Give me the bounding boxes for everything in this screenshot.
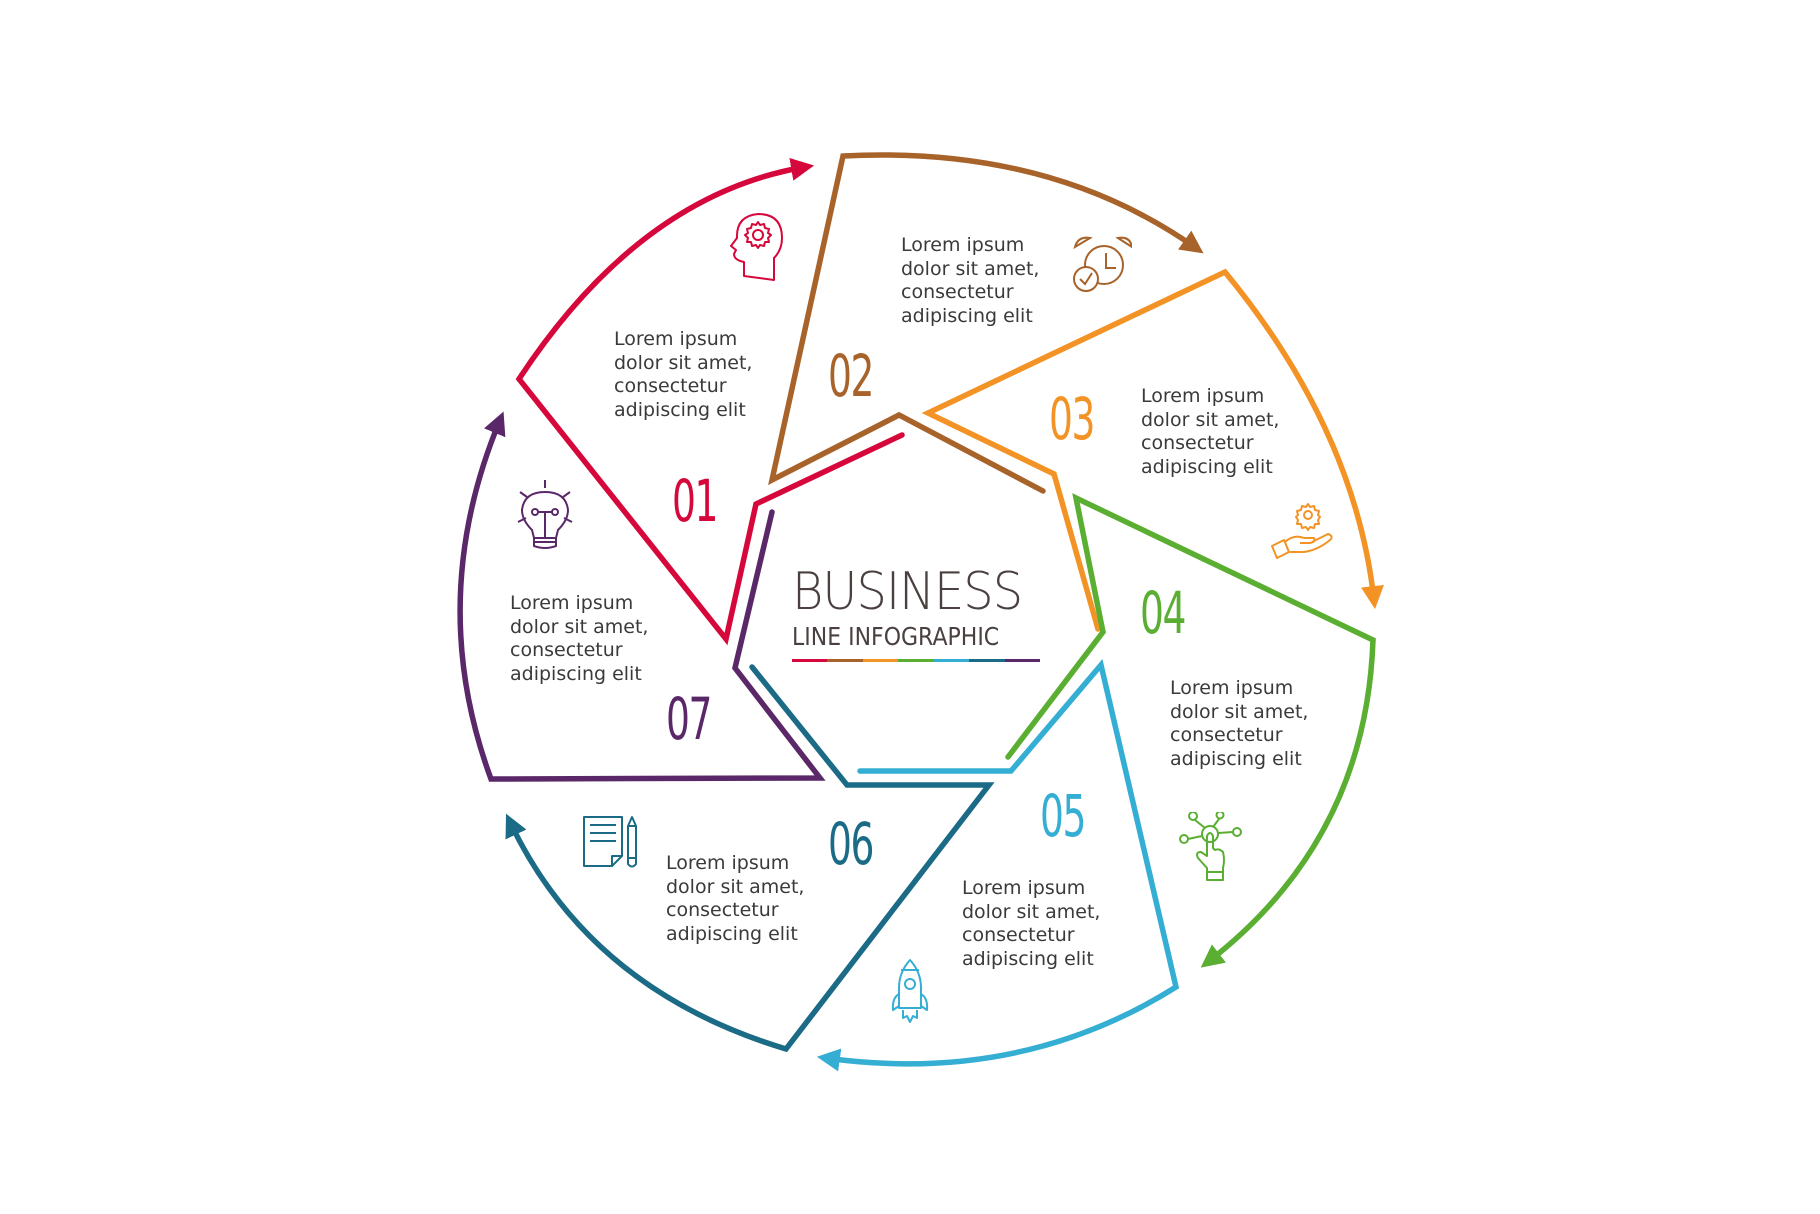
lightbulb-icon xyxy=(517,480,573,549)
step-05-number: 05 xyxy=(1040,782,1086,850)
hand-gear-icon xyxy=(1271,503,1333,559)
step-06-number: 06 xyxy=(828,810,874,878)
step-06-text: Lorem ipsum dolor sit amet, consectetur … xyxy=(666,852,805,945)
rocket-icon xyxy=(891,959,929,1023)
alarm-clock-check-icon xyxy=(1073,236,1132,292)
step-05-text: Lorem ipsum dolor sit amet, consectetur … xyxy=(962,877,1101,970)
step-01-path xyxy=(515,157,905,646)
step-04-text: Lorem ipsum dolor sit amet, consectetur … xyxy=(1170,677,1309,770)
step-07-number: 07 xyxy=(666,685,712,753)
step-02-number: 02 xyxy=(828,342,874,410)
head-gear-icon xyxy=(730,213,783,281)
step-07-path xyxy=(457,411,826,782)
step-03-path xyxy=(921,268,1384,632)
step-04-path xyxy=(1005,493,1376,968)
step-02-path xyxy=(768,152,1204,494)
step-02-text: Lorem ipsum dolor sit amet, consectetur … xyxy=(901,234,1040,327)
touch-network-icon xyxy=(1179,812,1242,881)
step-03-number: 03 xyxy=(1049,385,1095,453)
step-01-text: Lorem ipsum dolor sit amet, consectetur … xyxy=(614,328,753,421)
step-05-path xyxy=(816,659,1180,1072)
document-pencil-icon xyxy=(583,816,637,868)
step-01-number: 01 xyxy=(672,467,718,535)
step-06-path xyxy=(505,664,995,1053)
title-sub: LINE INFOGRAPHIC xyxy=(792,622,1000,651)
step-03-text: Lorem ipsum dolor sit amet, consectetur … xyxy=(1141,385,1280,478)
step-04-number: 04 xyxy=(1140,579,1186,647)
center-title: BUSINESS LINE INFOGRAPHIC xyxy=(792,566,1044,662)
step-07-text: Lorem ipsum dolor sit amet, consectetur … xyxy=(510,592,649,685)
title-main: BUSINESS xyxy=(792,562,1023,622)
title-color-bar xyxy=(792,659,1040,662)
